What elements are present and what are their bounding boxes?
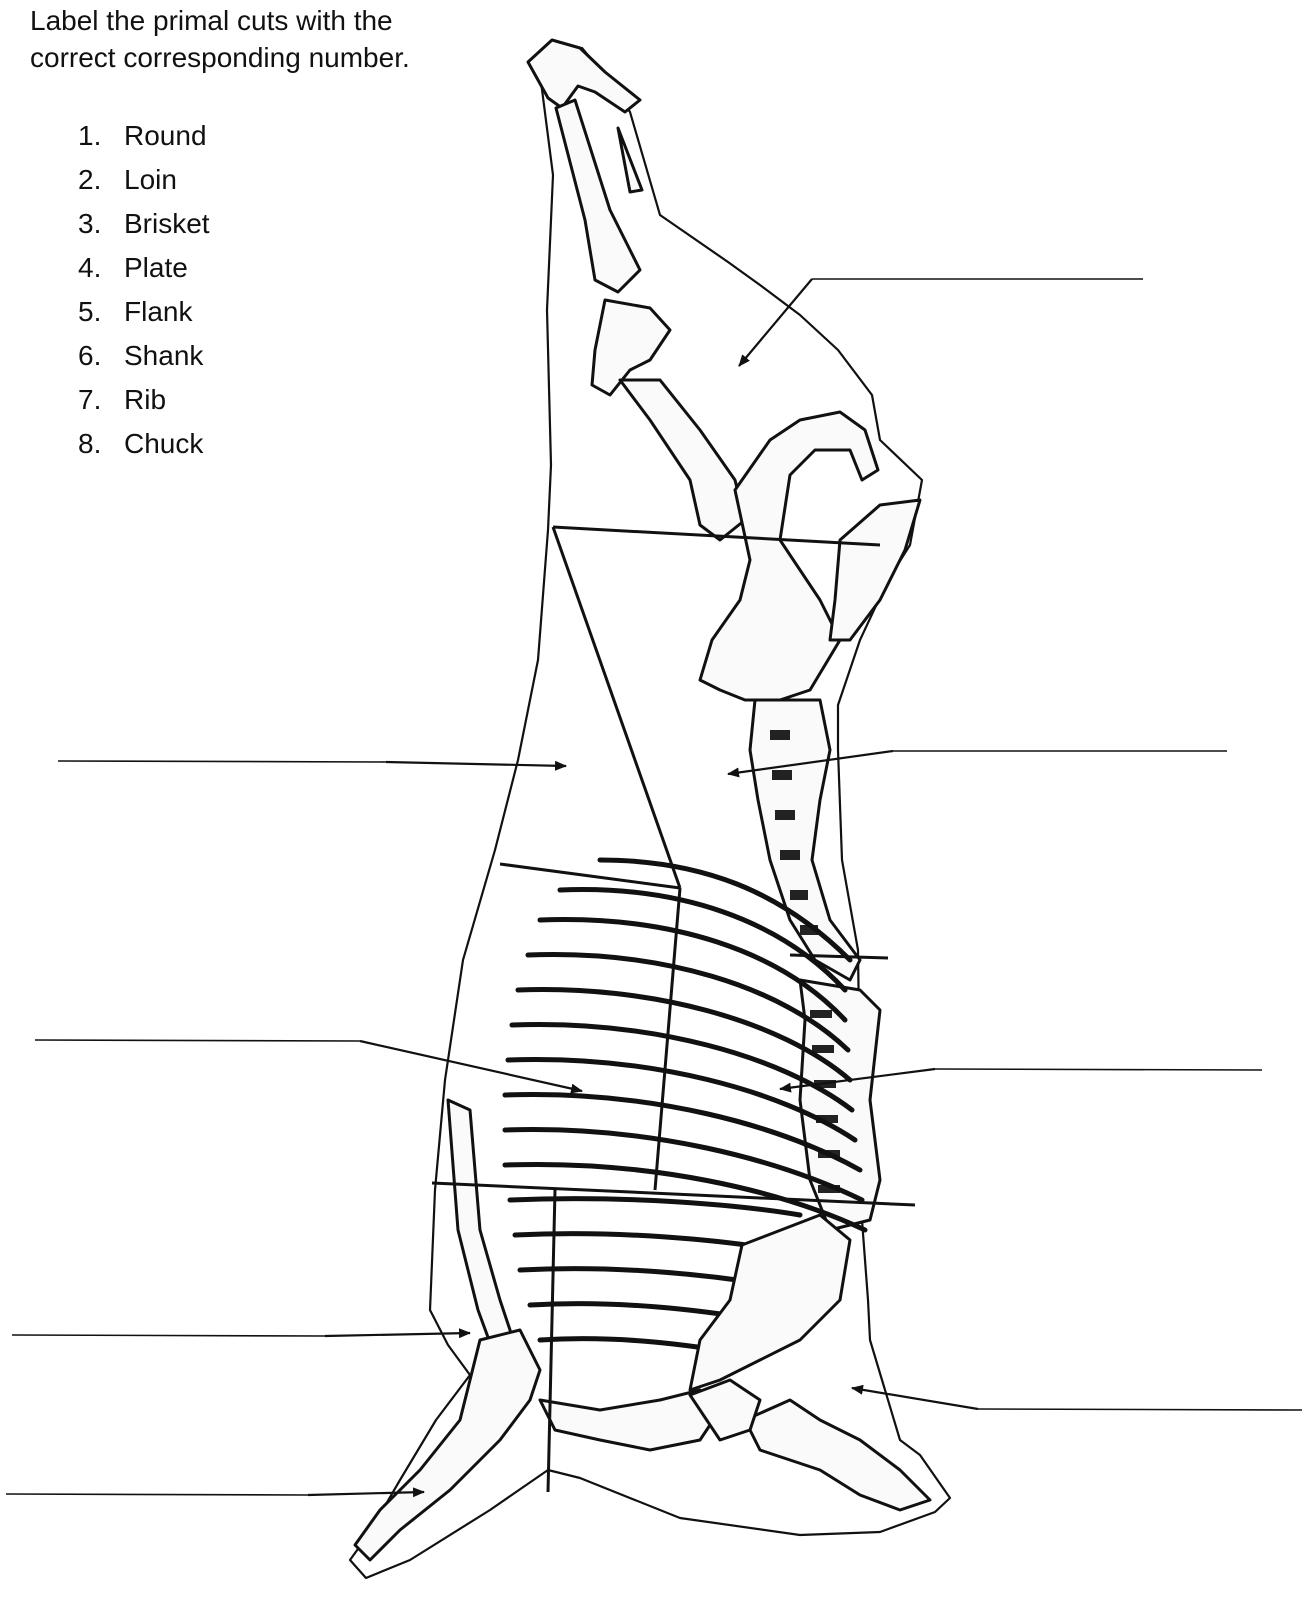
label-arrows bbox=[308, 279, 978, 1495]
hind-leg-bones bbox=[528, 40, 920, 700]
spine-vertebrae bbox=[745, 700, 930, 1510]
label-blanks bbox=[6, 279, 1302, 1495]
carcass-outline bbox=[350, 48, 950, 1578]
